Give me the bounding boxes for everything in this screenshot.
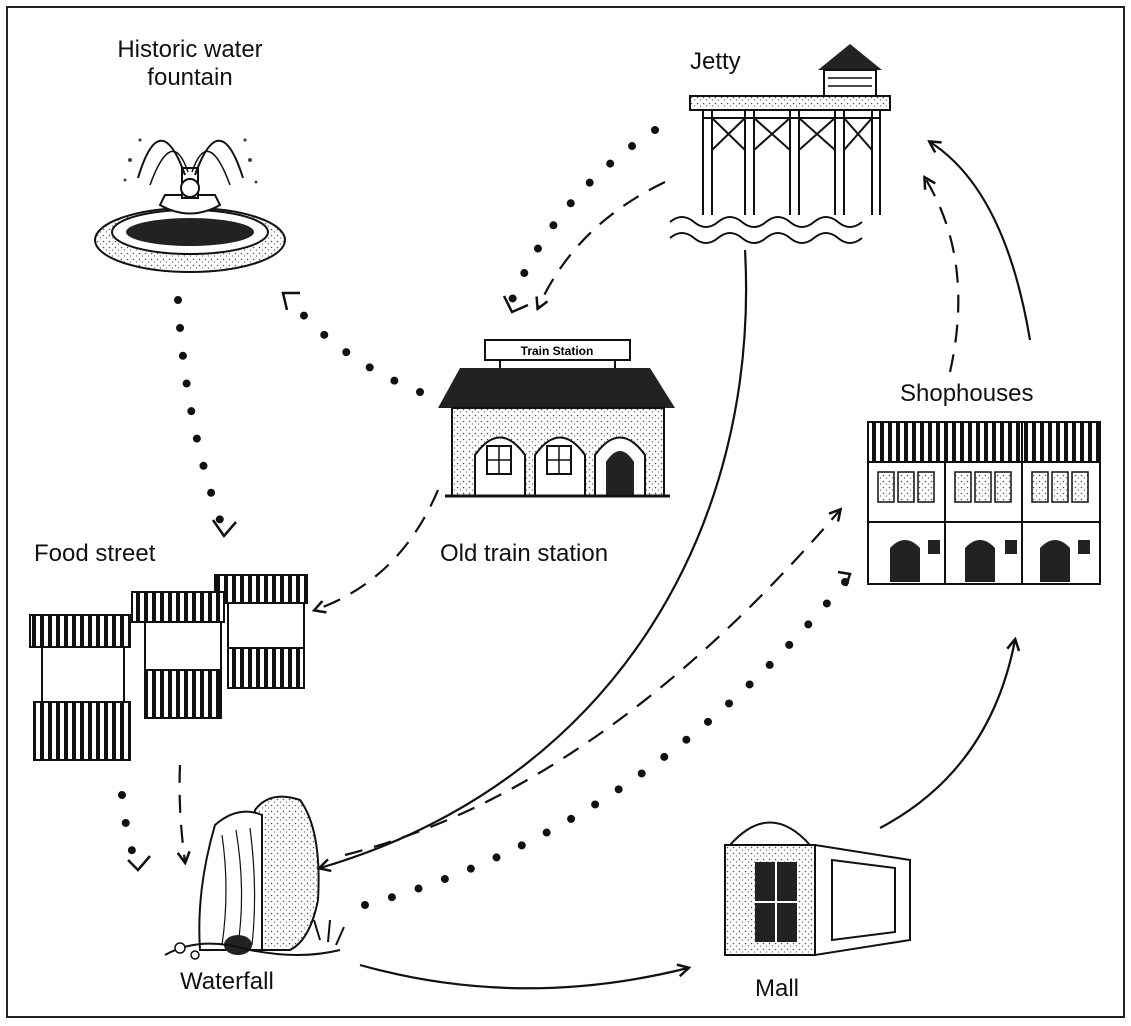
dotted-path-station-fountain xyxy=(286,296,424,396)
dashed-arrow-waterfall-shophouses xyxy=(344,510,840,857)
food-street-label: Food street xyxy=(34,540,156,567)
solid-arrow-shophouses-jetty xyxy=(930,142,1032,341)
shophouses-illustration xyxy=(867,421,1101,585)
mall-label: Mall xyxy=(755,975,800,1002)
dotted-route-arrowheads xyxy=(127,291,852,872)
solid-route xyxy=(320,142,1032,990)
dotted-arrowhead-fountain xyxy=(281,291,300,311)
jetty-illustration xyxy=(669,44,891,244)
diagram-frame xyxy=(6,6,1125,1018)
shophouses-label: Shophouses xyxy=(900,380,1034,407)
dashed-arrow-shophouses-jetty xyxy=(925,178,960,373)
dashed-arrow-station-food xyxy=(315,489,440,610)
train-station-label: Old train station xyxy=(440,540,609,567)
solid-arrow-mall-shophouses xyxy=(879,640,1015,829)
dashed-route xyxy=(180,178,960,862)
dotted-arrowhead-shophouses xyxy=(837,570,852,587)
dotted-path-jetty-station xyxy=(508,126,659,304)
food-street-illustration xyxy=(29,574,308,761)
solid-arrow-waterfall-mall xyxy=(359,965,688,990)
fountain-illustration xyxy=(94,138,286,273)
train-station-illustration: Train Station xyxy=(438,339,675,498)
waterfall-illustration xyxy=(164,795,345,960)
solid-arrow-jetty-waterfall xyxy=(320,249,748,868)
mall-illustration xyxy=(724,821,911,957)
dotted-route xyxy=(118,126,849,909)
station-sign-text: Train Station xyxy=(521,344,594,358)
dotted-arrowhead-station xyxy=(502,295,529,314)
waterfall-label: Waterfall xyxy=(180,968,274,995)
dashed-arrow-jetty-station xyxy=(538,181,666,308)
dotted-path-fountain-food xyxy=(174,296,224,524)
dashed-arrow-food-waterfall xyxy=(180,764,185,862)
dotted-path-food-waterfall xyxy=(118,791,139,864)
jetty-label: Jetty xyxy=(690,48,741,75)
dotted-arrowhead-food xyxy=(211,519,237,539)
fountain-label: Historic water fountain xyxy=(117,36,263,91)
dotted-arrowhead-waterfall xyxy=(127,855,151,872)
